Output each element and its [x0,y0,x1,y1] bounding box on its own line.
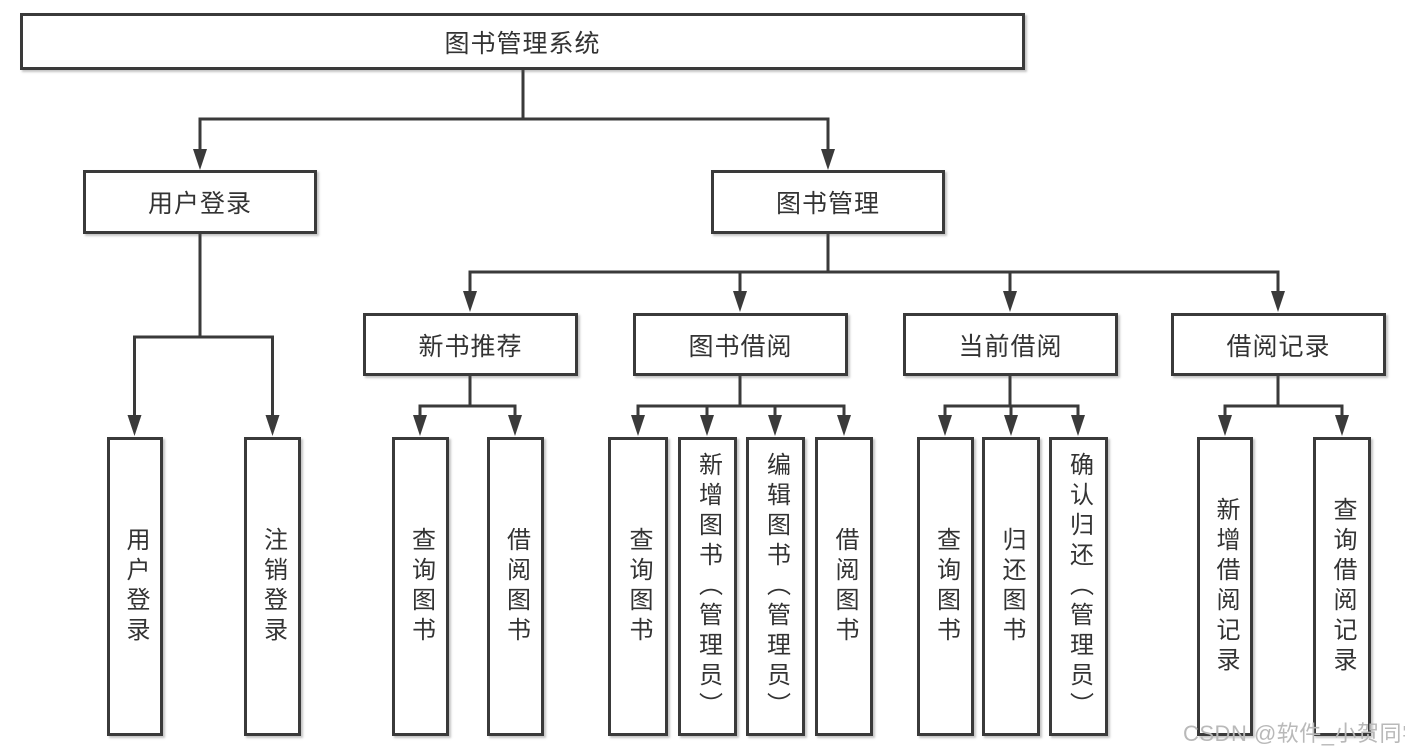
node-library-system: 图书管理系统 [20,13,1025,70]
leaf-logout: 注销登录 [244,437,301,736]
leaf-borrow-book-borrowing: 借阅图书 [815,437,873,736]
node-borrow-records-label: 借阅记录 [1226,332,1331,361]
leaf-add-book-admin-label: 新增图书（管理员） [694,451,722,722]
node-current-borrowing-label: 当前借阅 [958,332,1063,361]
leaf-confirm-return-admin: 确认归还（管理员） [1049,437,1108,736]
node-book-borrowing: 图书借阅 [633,313,848,376]
csdn-watermark: CSDN @软件_小贺同学 [1183,721,1405,746]
leaf-query-borrow-record: 查询借阅记录 [1313,437,1371,736]
leaf-edit-book-admin-label: 编辑图书（管理员） [762,451,790,722]
leaf-query-book-newbook: 查询图书 [392,437,449,736]
node-book-borrowing-label: 图书借阅 [688,332,793,361]
leaf-confirm-return-admin-label: 确认归还（管理员） [1065,451,1093,722]
node-library-system-label: 图书管理系统 [444,29,601,58]
leaf-borrow-book-borrowing-label: 借阅图书 [831,526,858,647]
leaf-query-book-newbook-label: 查询图书 [407,526,435,647]
leaf-query-book-current-label: 查询图书 [932,526,960,647]
leaf-query-book-borrowing-label: 查询图书 [625,526,652,647]
node-new-book-recommend: 新书推荐 [363,313,578,376]
leaf-edit-book-admin: 编辑图书（管理员） [746,437,805,736]
leaf-logout-label: 注销登录 [259,526,287,647]
leaf-borrow-book-newbook: 借阅图书 [487,437,544,736]
leaf-user-login: 用户登录 [107,437,163,736]
leaf-add-book-admin: 新增图书（管理员） [678,437,737,736]
node-book-management: 图书管理 [711,170,945,234]
node-user-login: 用户登录 [83,170,317,234]
leaf-user-login-label: 用户登录 [122,526,149,647]
leaf-query-borrow-record-label: 查询借阅记录 [1329,496,1356,677]
node-new-book-recommend-label: 新书推荐 [418,332,523,361]
leaf-query-book-borrowing: 查询图书 [608,437,668,736]
node-user-login-label: 用户登录 [147,190,252,218]
leaf-add-borrow-record-label: 新增借阅记录 [1212,496,1239,677]
leaf-query-book-current: 查询图书 [917,437,974,736]
leaf-borrow-book-newbook-label: 借阅图书 [502,526,530,647]
node-book-management-label: 图书管理 [775,190,880,218]
node-borrow-records: 借阅记录 [1171,313,1386,376]
leaf-add-borrow-record: 新增借阅记录 [1197,437,1253,736]
leaf-return-book-label: 归还图书 [998,526,1025,647]
node-current-borrowing: 当前借阅 [903,313,1118,376]
leaf-return-book: 归还图书 [982,437,1040,736]
